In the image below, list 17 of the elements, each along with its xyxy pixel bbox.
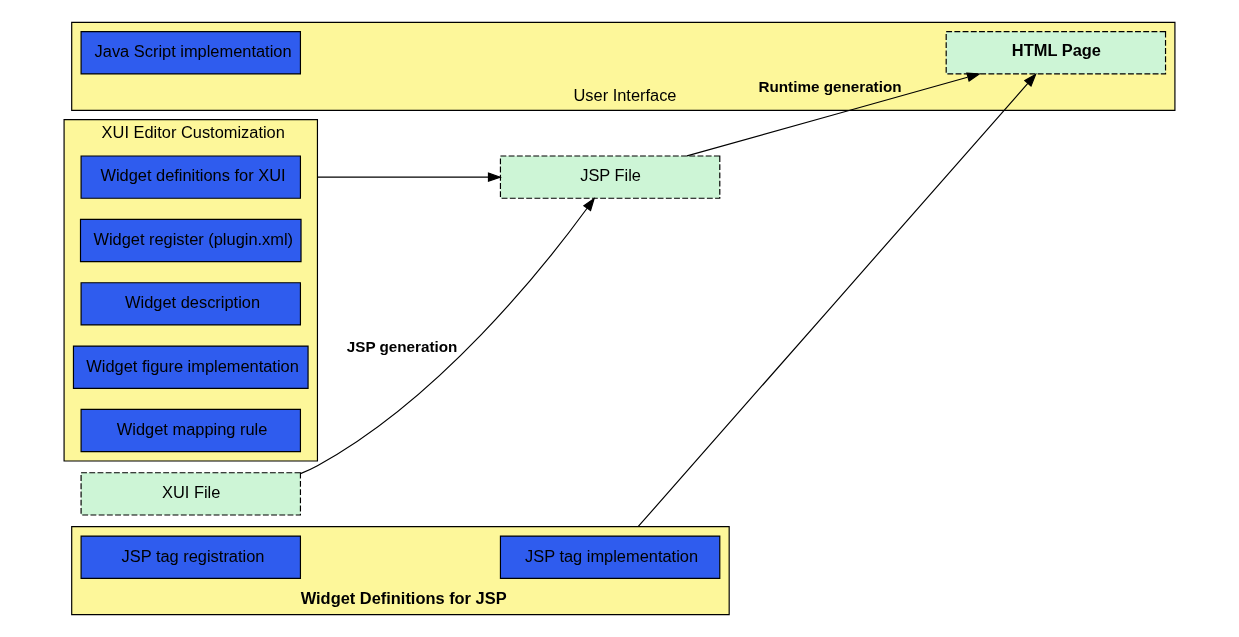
node-box: Widget definitions for XUI (80, 155, 302, 199)
edge-label: Runtime generation (758, 77, 902, 95)
arrow (637, 73, 1037, 528)
node-box: Widget description (80, 282, 302, 326)
node-box: Widget mapping rule (80, 408, 302, 453)
node-box: Widget register (plugin.xml) (79, 218, 302, 263)
edge-label: JSP generation (346, 338, 458, 356)
node-box: HTML Page (945, 31, 1167, 75)
arrow (316, 172, 502, 183)
node-box: Widget figure implementation (72, 345, 309, 389)
node-box: JSP tag implementation (499, 535, 721, 579)
node-box: XUI File (80, 472, 302, 516)
arrow (299, 197, 596, 475)
arrow (686, 72, 981, 157)
node-box: Java Script implementation (80, 31, 302, 75)
node-box: JSP File (499, 155, 721, 199)
node-box: JSP tag registration (80, 535, 302, 579)
